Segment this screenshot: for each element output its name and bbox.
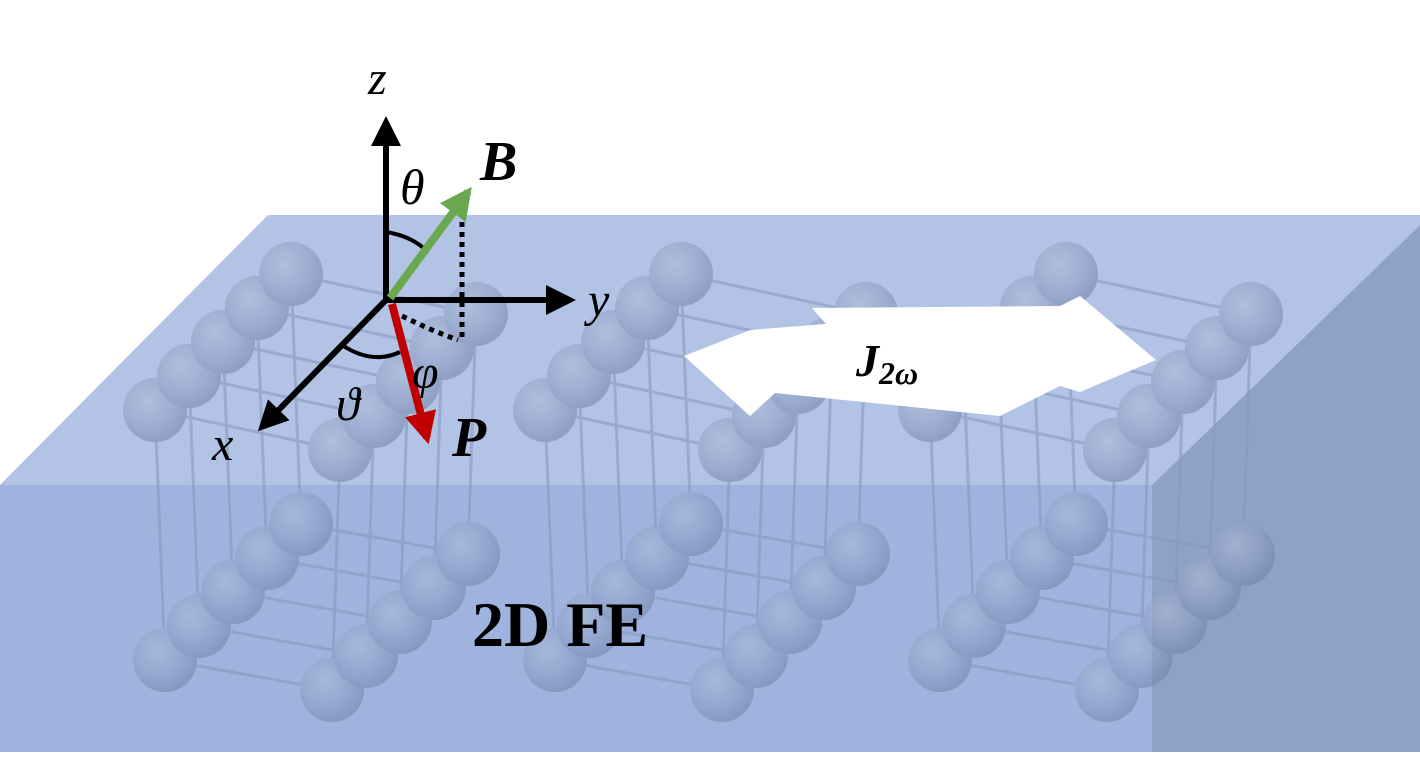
coordinate-axes [257,116,576,432]
lattice-atom [1034,242,1098,306]
lattice-bond [289,273,303,525]
current-double-arrow [684,296,1156,416]
lattice-bond [962,375,976,627]
material-label: 2D FE [472,589,648,660]
lattice-bond [153,409,167,661]
phi-dotted-arc [400,313,459,343]
vartheta-label: ϑ [336,378,362,431]
polarization-label: P [451,407,487,469]
current-main: J [855,335,881,386]
x-axis-label: x [211,418,233,471]
lattice-bond [928,409,942,661]
b-field-label: B [479,131,517,193]
lattice-bond [645,307,659,559]
current-subscript: 2ω [878,355,918,391]
lattice-bond [543,409,557,661]
lattice-bond [466,313,478,555]
lattice-bond [679,273,693,525]
lattice-atom [659,492,723,556]
lattice-atom [826,522,890,586]
lattice-atom [269,492,333,556]
lattice-bond [187,375,201,627]
z-axis-label: z [367,52,387,105]
lattice-atom [649,242,713,306]
polarization-arrow [388,302,437,445]
theta-label: θ [400,159,425,215]
b-field-arrow [386,186,472,301]
lattice-atom [436,522,500,586]
lattice-bond [1241,313,1253,555]
lattice-bond [611,341,625,593]
vartheta-arc [340,343,401,360]
lattice-bond [255,307,269,559]
slab-side-face [1152,225,1420,752]
lattice-atom [1044,492,1108,556]
y-axis-label: y [583,274,610,327]
slab-front-overlay [0,485,1152,752]
current-label: J2ω [855,335,918,391]
lattice-atom [259,242,323,306]
lattice-bond [221,341,235,593]
x-axis-line [257,297,389,432]
slab-side-overlay [1152,225,1420,752]
lattice-atom [1211,522,1275,586]
lattice-atom [1219,282,1283,346]
lattice-bond [577,375,591,627]
varphi-label: φ [412,346,439,399]
